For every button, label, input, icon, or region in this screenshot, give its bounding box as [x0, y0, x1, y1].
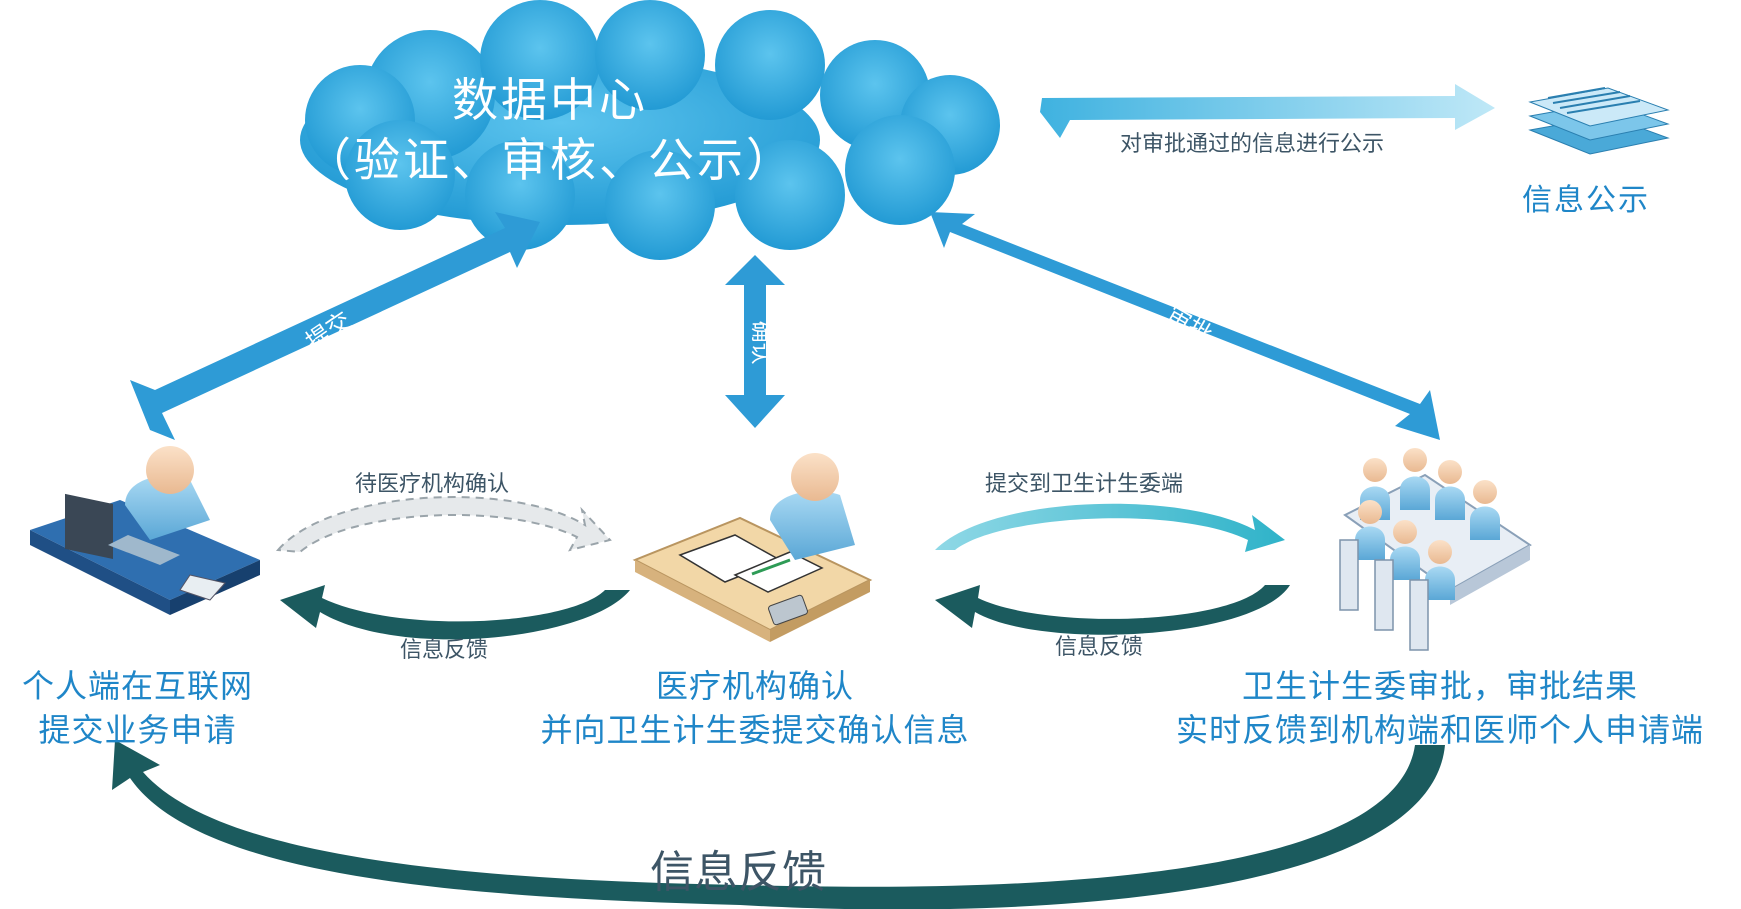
stacked-documents-icon	[1528, 87, 1670, 155]
individual-caption-line1: 个人端在互联网	[21, 667, 253, 705]
submit-to-commission-label: 提交到卫生计生委端	[985, 472, 1184, 497]
data-center-cloud	[300, 0, 1000, 260]
pending-confirm-label: 待医疗机构确认	[355, 472, 510, 497]
commission-caption-line1: 卫生计生委审批，审批结果	[1241, 667, 1638, 705]
institution-caption-line2: 并向卫生计生委提交确认信息	[540, 711, 970, 749]
feedback-left-arrow	[280, 585, 630, 640]
feedback-right-arrow	[935, 585, 1290, 635]
feedback-right-label: 信息反馈	[1055, 635, 1144, 660]
submit-to-commission-arrow	[935, 503, 1285, 552]
individual-caption-line2: 提交业务申请	[38, 711, 237, 749]
meeting-group-icon	[1339, 448, 1532, 651]
pending-confirm-arrow	[275, 496, 612, 554]
publish-label: 信息公示	[1522, 183, 1650, 218]
feedback-bottom-label: 信息反馈	[650, 847, 826, 898]
approve-arrow	[930, 212, 1440, 440]
person-at-desk-icon	[632, 453, 873, 642]
commission-caption-line2: 实时反馈到机构端和医师个人申请端	[1175, 711, 1704, 749]
confirm-arrow-label: 确认	[747, 320, 773, 365]
data-center-subtitle: （验证、审核、公示）	[305, 133, 795, 187]
publish-arrow	[1040, 84, 1495, 138]
data-center-title: 数据中心	[452, 73, 648, 127]
feedback-left-label: 信息反馈	[400, 638, 489, 663]
person-at-computer-icon	[30, 446, 260, 615]
institution-caption-line1: 医疗机构确认	[655, 667, 854, 705]
publish-arrow-label: 对审批通过的信息进行公示	[1120, 132, 1385, 157]
confirm-arrow	[725, 255, 785, 428]
submit-arrow	[130, 212, 540, 440]
